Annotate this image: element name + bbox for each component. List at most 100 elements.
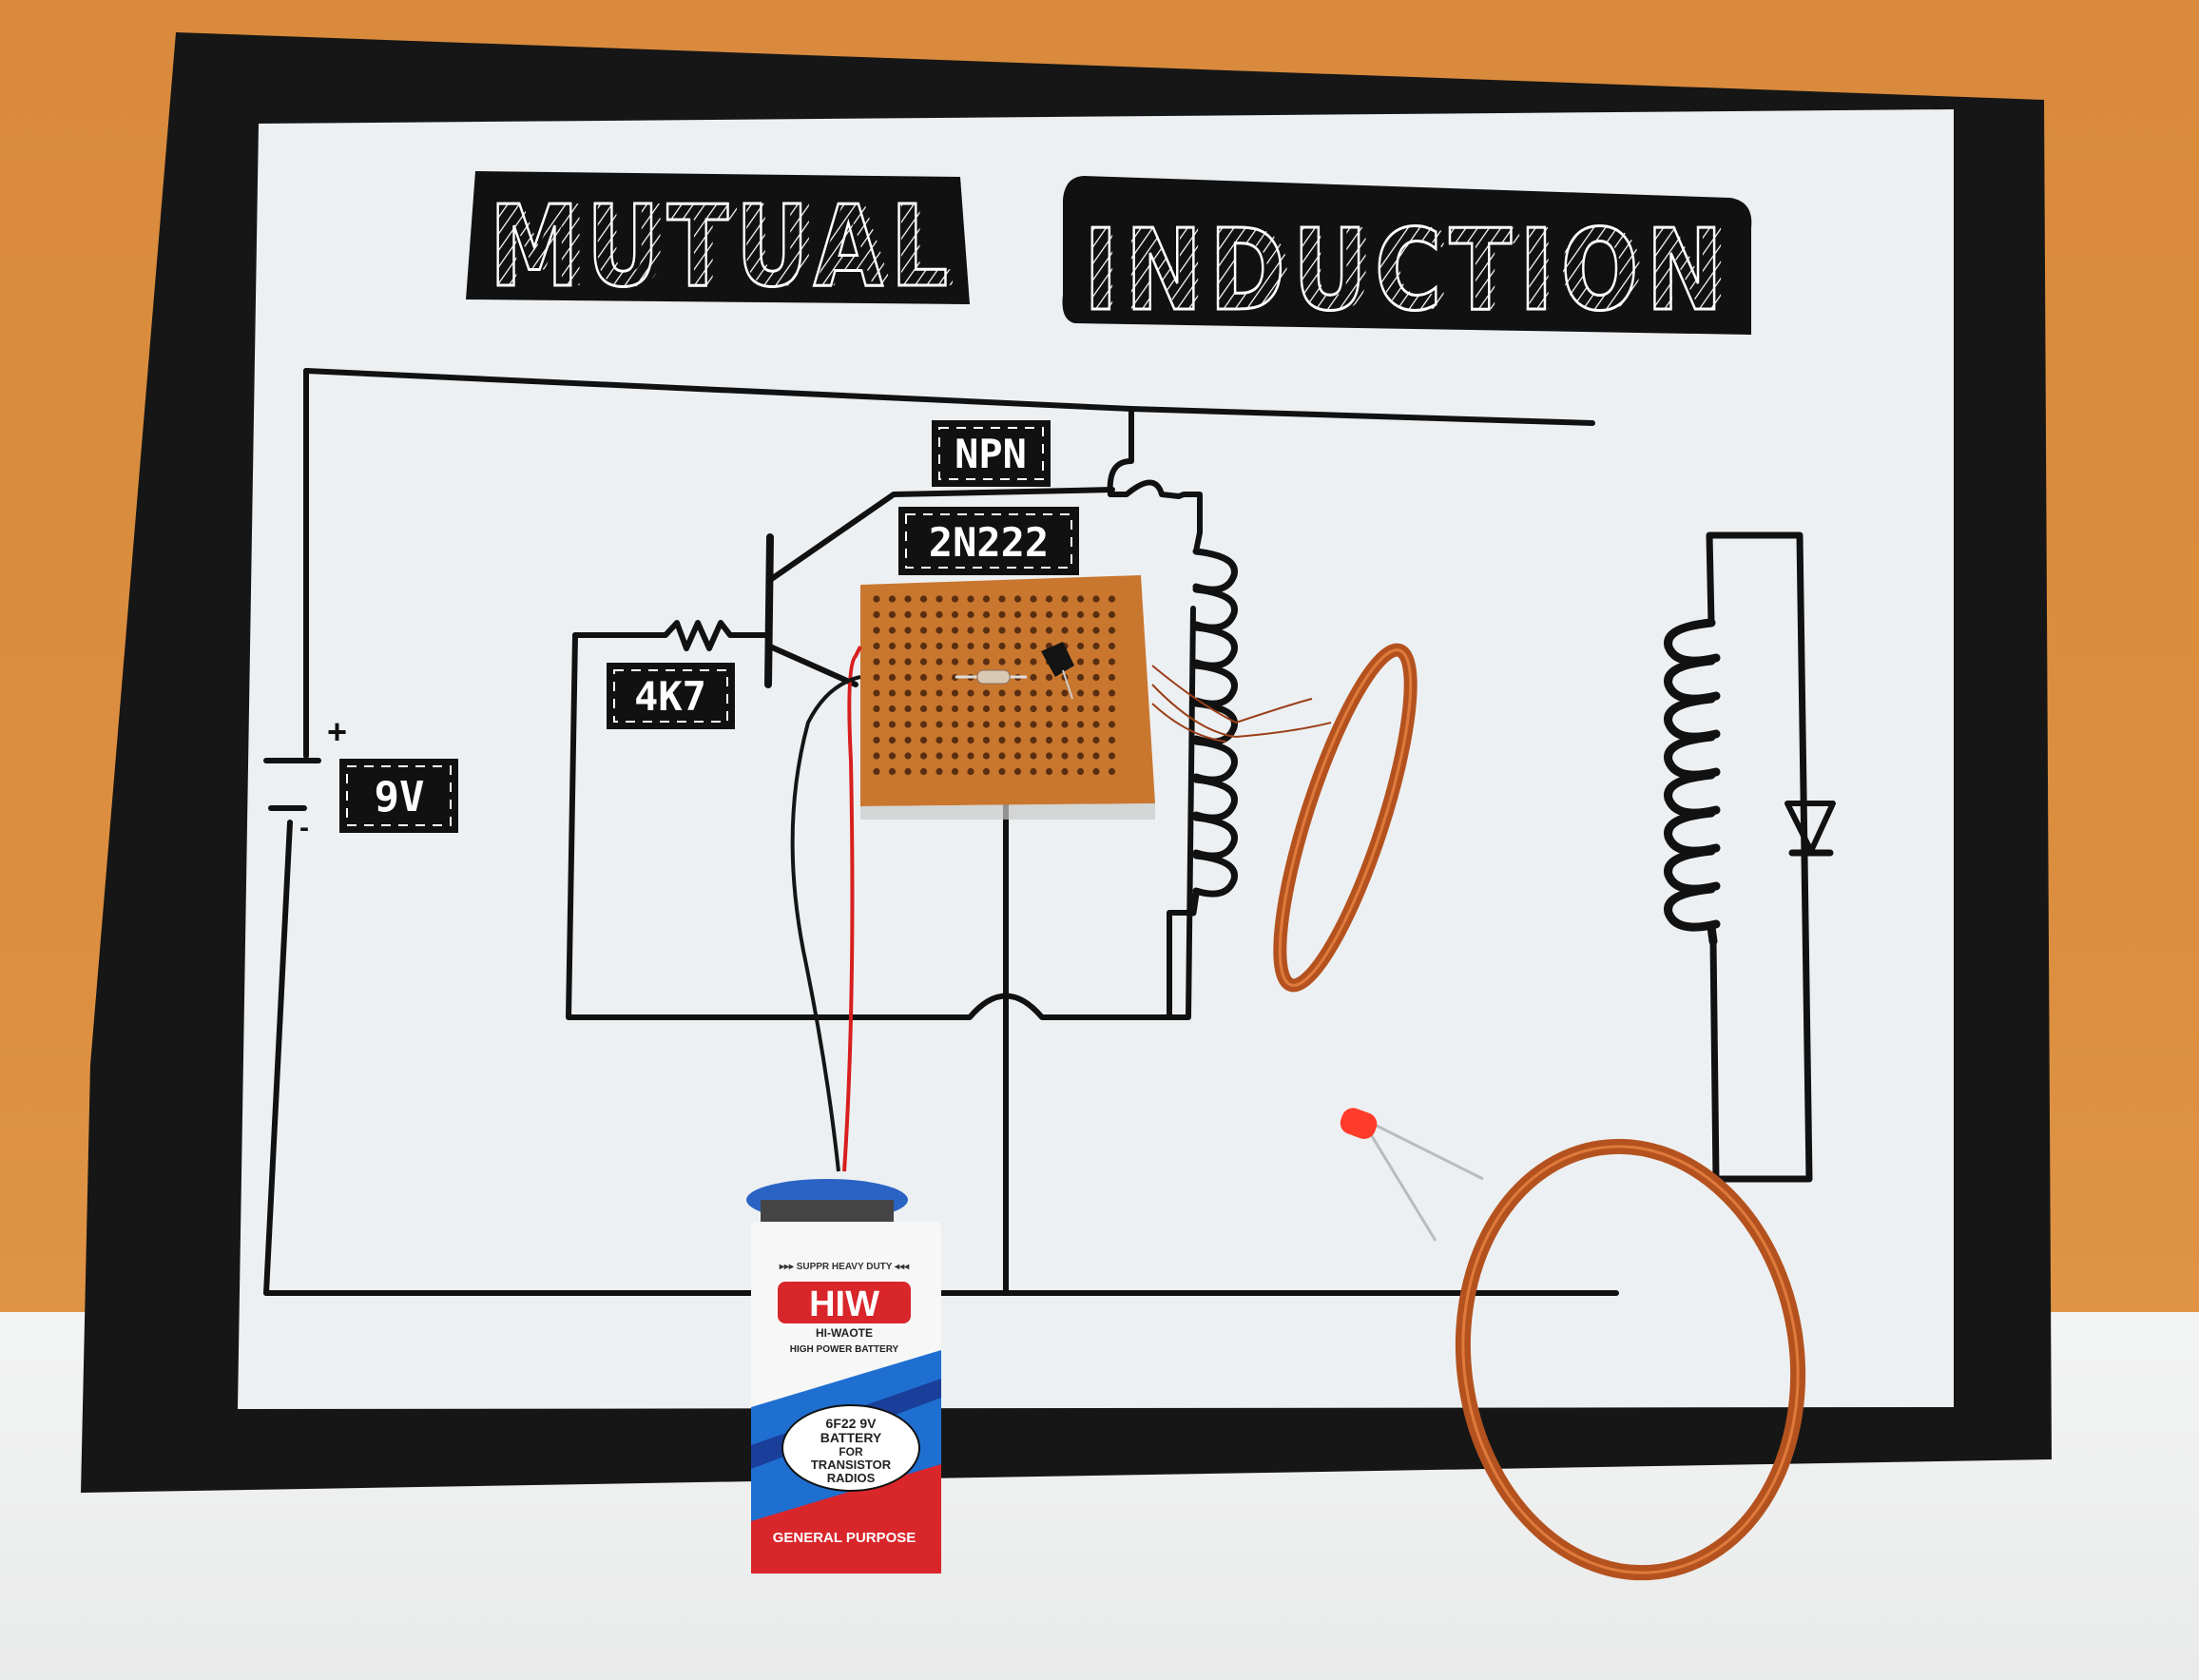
perfboard-hole <box>982 610 991 619</box>
perfboard-hole <box>967 705 974 713</box>
perfboard-hole <box>1045 627 1053 634</box>
perfboard-hole <box>967 627 974 634</box>
perfboard-hole <box>873 736 880 744</box>
perfboard-hole <box>1045 752 1053 760</box>
perfboard-hole <box>998 705 1006 713</box>
perfboard-hole <box>967 752 974 760</box>
perfboard-hole <box>873 689 880 697</box>
perfboard-hole <box>1013 610 1022 619</box>
perfboard-hole <box>967 767 974 776</box>
perfboard-hole <box>951 736 959 744</box>
perfboard-hole <box>888 673 897 682</box>
coil-leads <box>1151 665 1332 743</box>
perfboard-hole <box>1092 673 1100 682</box>
perfboard-hole <box>1013 767 1022 776</box>
perfboard-hole <box>1092 595 1100 603</box>
title-mutual-hatch: MUTUAL <box>490 181 955 312</box>
perfboard-hole <box>919 721 928 728</box>
perfboard-hole <box>1030 767 1037 776</box>
perfboard-hole <box>1108 642 1116 650</box>
primary-coil-symbol <box>1189 548 1238 917</box>
perfboard-hole <box>967 610 974 619</box>
perfboard-hole <box>1061 767 1069 776</box>
perfboard-hole <box>1013 627 1022 634</box>
perfboard-hole <box>1076 642 1085 650</box>
perfboard-hole <box>1092 721 1100 728</box>
perfboard-hole <box>919 658 928 666</box>
perfboard-hole <box>919 752 928 760</box>
perfboard-hole <box>1092 642 1100 650</box>
perfboard-hole <box>904 736 912 744</box>
perfboard-hole <box>1108 658 1116 666</box>
perfboard-hole <box>904 673 912 682</box>
perfboard-hole <box>873 721 880 728</box>
perfboard-hole <box>951 627 959 634</box>
perfboard-hole <box>1013 658 1022 666</box>
perfboard-hole <box>1076 595 1085 603</box>
perfboard-hole <box>1013 721 1022 728</box>
perfboard-hole <box>1061 610 1069 619</box>
perfboard-hole <box>967 595 974 603</box>
perfboard-hole <box>904 721 912 728</box>
perfboard-hole <box>951 610 959 619</box>
perfboard-hole <box>936 627 943 634</box>
secondary-coil-symbol <box>1664 618 1721 946</box>
diode-triangle <box>1784 801 1836 854</box>
perfboard-hole <box>904 610 912 619</box>
resistor-zigzag <box>572 620 771 651</box>
perfboard-hole <box>1092 658 1100 666</box>
perfboard-hole <box>982 627 991 634</box>
perfboard-hole <box>936 721 943 728</box>
perfboard-hole <box>1045 721 1053 728</box>
led <box>1340 1108 1484 1242</box>
label-npn: NPN <box>932 420 1051 487</box>
perfboard-hole <box>1030 689 1037 697</box>
perfboard-hole <box>1013 689 1022 697</box>
perfboard-hole <box>1108 705 1116 713</box>
perfboard-hole <box>951 689 959 697</box>
perfboard-hole <box>1076 736 1085 744</box>
label-9v-text: 9V <box>375 773 425 821</box>
wire-collector-to-coil <box>1107 406 1203 554</box>
perfboard-hole <box>1061 721 1069 728</box>
perfboard-hole <box>1045 767 1053 776</box>
perfboard-hole <box>1108 767 1116 776</box>
perfboard-hole <box>982 767 991 776</box>
perfboard-hole <box>919 736 928 744</box>
perfboard-hole <box>982 705 991 713</box>
perfboard-hole <box>919 673 928 682</box>
perfboard-hole <box>1030 658 1037 666</box>
perfboard-hole <box>888 642 897 650</box>
perfboard-hole <box>904 689 912 697</box>
perfboard-hole <box>967 642 974 650</box>
perfboard-hole <box>1108 689 1116 697</box>
perfboard-hole <box>1108 673 1116 682</box>
perfboard-hole <box>1045 736 1053 744</box>
title-induction-hatch: INDUCTION <box>1084 204 1730 336</box>
perfboard-hole <box>873 705 880 713</box>
battery-info-badge <box>781 1404 920 1492</box>
perfboard-hole <box>1108 721 1116 728</box>
perfboard-hole <box>967 689 974 697</box>
perfboard-hole <box>1045 610 1053 619</box>
perfboard-hole <box>1061 705 1069 713</box>
perfboard-hole <box>1108 752 1116 760</box>
perfboard-hole <box>998 627 1006 634</box>
transistor-emitter <box>767 644 858 687</box>
perfboard-hole <box>919 595 928 603</box>
perfboard-hole <box>1013 736 1022 744</box>
perfboard-hole <box>904 595 912 603</box>
title-banner-induction: INDUCTION INDUCTION <box>1062 176 1752 338</box>
perfboard-hole <box>1108 736 1116 744</box>
perfboard-hole <box>967 658 974 666</box>
perfboard-hole <box>888 627 897 634</box>
perfboard-hole <box>919 627 928 634</box>
perfboard-hole <box>936 610 943 619</box>
transistor-collector <box>767 487 1115 583</box>
perfboard-hole <box>1092 627 1100 634</box>
battery-sub-brand: HI-WAOTE <box>816 1326 873 1340</box>
perfboard-hole <box>1013 752 1022 760</box>
battery-brand-badge <box>778 1282 911 1323</box>
perfboard-hole <box>888 767 897 776</box>
